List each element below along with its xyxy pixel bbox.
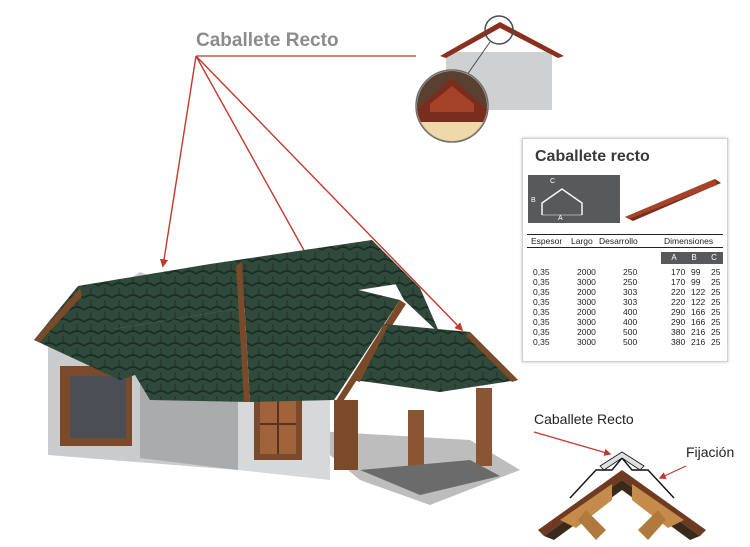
ridge-detail-section bbox=[533, 431, 706, 540]
table-row: 0,35 3000 250 170 99 25 bbox=[527, 277, 723, 287]
table-cell: 0,35 bbox=[533, 277, 550, 287]
table-cell: 25 bbox=[711, 297, 721, 307]
table-cell: 25 bbox=[711, 287, 721, 297]
table-cell: 3000 bbox=[577, 317, 596, 327]
table-cell: 500 bbox=[623, 327, 638, 337]
table-cell: 25 bbox=[711, 327, 721, 337]
table-row: 0,35 2000 250 170 99 25 bbox=[527, 267, 723, 277]
table-cell: 2000 bbox=[577, 307, 596, 317]
table-cell: 122 bbox=[691, 297, 706, 307]
ridge-zoom-icon bbox=[415, 15, 514, 143]
table-cell: 290 bbox=[671, 307, 686, 317]
profile-label-b: B bbox=[531, 197, 536, 204]
table-cell: 0,35 bbox=[533, 317, 550, 327]
table-row: 0,35 2000 303 220 122 25 bbox=[527, 287, 723, 297]
subheader-a: A bbox=[671, 253, 677, 262]
table-cell: 166 bbox=[691, 307, 706, 317]
table-cell: 290 bbox=[671, 317, 686, 327]
profile-diagram: C B A bbox=[528, 175, 620, 223]
table-cell: 25 bbox=[711, 267, 721, 277]
ridge-piece-image bbox=[625, 179, 721, 221]
header-espesor: Espesor bbox=[531, 236, 563, 246]
subheader-b: B bbox=[691, 253, 697, 262]
table-cell: 303 bbox=[623, 287, 638, 297]
table-cell: 2000 bbox=[577, 267, 596, 277]
detail-title: Caballete Recto bbox=[534, 411, 634, 427]
subheader-c: C bbox=[711, 253, 717, 262]
table-cell: 400 bbox=[623, 317, 638, 327]
table-cell: 25 bbox=[711, 337, 721, 347]
table-cell: 250 bbox=[623, 267, 638, 277]
table-cell: 380 bbox=[671, 327, 686, 337]
table-cell: 2000 bbox=[577, 327, 596, 337]
table-cell: 3000 bbox=[577, 297, 596, 307]
table-cell: 0,35 bbox=[533, 297, 550, 307]
header-dimensiones: Dimensiones bbox=[664, 236, 714, 246]
header-desarrollo: Desarrollo bbox=[599, 236, 638, 246]
header-largo: Largo bbox=[571, 236, 593, 246]
table-cell: 500 bbox=[623, 337, 638, 347]
table-cell: 25 bbox=[711, 307, 721, 317]
table-cell: 216 bbox=[691, 327, 706, 337]
house-illustration bbox=[34, 240, 520, 505]
main-title: Caballete Recto bbox=[196, 30, 339, 51]
table-cell: 0,35 bbox=[533, 337, 550, 347]
table-row: 0,35 2000 400 290 166 25 bbox=[527, 307, 723, 317]
table-cell: 220 bbox=[671, 297, 686, 307]
table-cell: 99 bbox=[691, 277, 701, 287]
abc-header-band bbox=[661, 252, 723, 264]
table-cell: 122 bbox=[691, 287, 706, 297]
table-row: 0,35 3000 303 220 122 25 bbox=[527, 297, 723, 307]
profile-label-c: C bbox=[550, 178, 556, 185]
fijacion-label: Fijación bbox=[686, 444, 735, 460]
table-cell: 250 bbox=[623, 277, 638, 287]
table-cell: 220 bbox=[671, 287, 686, 297]
table-cell: 303 bbox=[623, 297, 638, 307]
table-row: 0,35 3000 400 290 166 25 bbox=[527, 317, 723, 327]
table-cell: 2000 bbox=[577, 287, 596, 297]
table-cell: 3000 bbox=[577, 337, 596, 347]
table-cell: 0,35 bbox=[533, 327, 550, 337]
spec-title: Caballete recto bbox=[535, 148, 650, 165]
table-row: 0,35 3000 500 380 216 25 bbox=[527, 337, 723, 347]
table-cell: 216 bbox=[691, 337, 706, 347]
spec-card: Caballete recto C B A Espesor Largo Desa… bbox=[522, 138, 728, 362]
table-cell: 380 bbox=[671, 337, 686, 347]
title-arrows bbox=[159, 55, 464, 332]
table-cell: 0,35 bbox=[533, 307, 550, 317]
table-cell: 0,35 bbox=[533, 287, 550, 297]
table-cell: 25 bbox=[711, 277, 721, 287]
table-cell: 99 bbox=[691, 267, 701, 277]
table-cell: 3000 bbox=[577, 277, 596, 287]
table-row: 0,35 2000 500 380 216 25 bbox=[527, 327, 723, 337]
table-cell: 170 bbox=[671, 277, 686, 287]
table-rule-mid bbox=[527, 247, 723, 248]
table-cell: 170 bbox=[671, 267, 686, 277]
profile-label-a: A bbox=[558, 215, 563, 222]
table-cell: 25 bbox=[711, 317, 721, 327]
table-cell: 0,35 bbox=[533, 267, 550, 277]
table-cell: 166 bbox=[691, 317, 706, 327]
table-rule-top bbox=[527, 234, 723, 235]
table-cell: 400 bbox=[623, 307, 638, 317]
